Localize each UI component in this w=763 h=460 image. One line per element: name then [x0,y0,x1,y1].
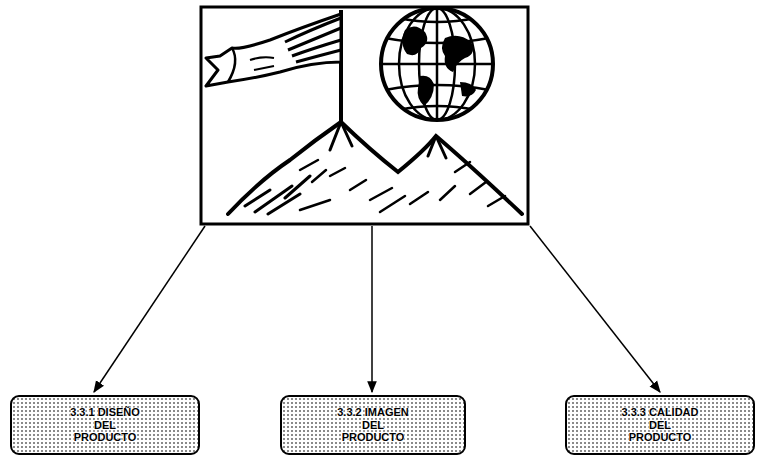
globe-icon [380,8,494,120]
mountains-icon [228,122,522,214]
arrow [94,226,205,392]
arrow [371,226,373,392]
box-label: 3.3.1 DISEÑO DEL PRODUCTO [63,406,147,444]
picture-frame [201,7,528,224]
process-box: 3.3.3 CALIDAD DEL PRODUCTO [565,395,755,455]
process-box: 3.3.1 DISEÑO DEL PRODUCTO [10,395,200,455]
process-box: 3.3.2 IMAGEN DEL PRODUCTO [280,395,466,455]
box-label: 3.3.3 CALIDAD DEL PRODUCTO [618,406,702,444]
flag-icon [206,10,341,124]
arrow [530,226,660,392]
box-label: 3.3.2 IMAGEN DEL PRODUCTO [331,406,415,444]
